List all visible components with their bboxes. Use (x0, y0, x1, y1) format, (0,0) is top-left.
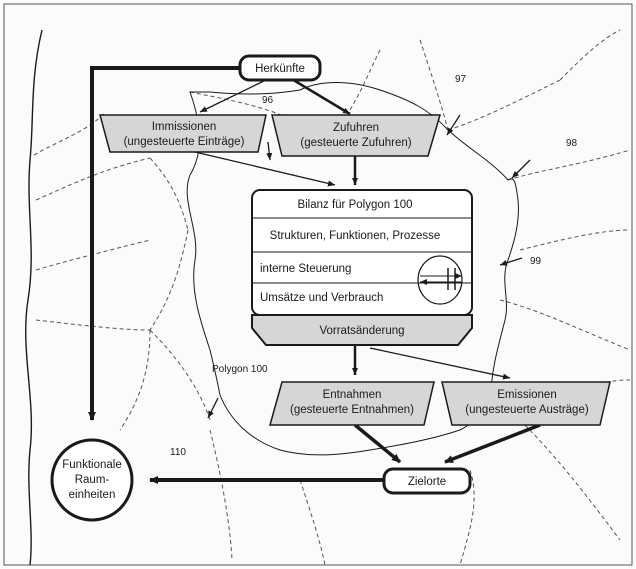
fre-line2: Raum- (75, 474, 110, 486)
node-funktionale-raumeinheiten: Funktionale Raum- einheiten (50, 438, 134, 522)
entnahmen-title: Entnahmen (323, 389, 382, 401)
polygon-label-99: 99 (530, 256, 542, 267)
bilanz-row-umsaetze: Umsätze und Verbrauch (260, 292, 383, 304)
node-emissionen: Emissionen (ungesteuerte Austräge) (441, 381, 611, 426)
bilanz-row-steuerung: interne Steuerung (260, 263, 351, 275)
emissionen-subtitle: (ungesteuerte Austräge) (465, 404, 589, 416)
node-entnahmen: Entnahmen (gesteuerte Entnahmen) (269, 381, 435, 426)
bilanz-row-strukturen: Strukturen, Funktionen, Prozesse (270, 230, 441, 242)
zielorte-label: Zielorte (408, 476, 446, 488)
node-bilanz: Bilanz für Polygon 100 Strukturen, Funkt… (251, 189, 473, 316)
fre-line3: einheiten (69, 489, 116, 501)
node-zielorte: Zielorte (382, 467, 472, 495)
entnahmen-subtitle: (gesteuerte Entnahmen) (290, 404, 414, 416)
immissionen-title: Immissionen (152, 121, 217, 133)
polygon-label-96: 96 (262, 95, 274, 106)
fre-line1: Funktionale (62, 459, 121, 471)
node-immissionen: Immissionen (ungesteuerte Einträge) (99, 114, 267, 153)
vorrat-label: Vorratsänderung (319, 325, 404, 337)
emissionen-title: Emissionen (497, 389, 556, 401)
zufuhren-subtitle: (gesteuerte Zufuhren) (300, 137, 411, 149)
secondary-flows (194, 76, 531, 419)
herkuenfte-label: Herkünfte (255, 63, 305, 75)
polygon-label-110: 110 (170, 447, 186, 458)
immissionen-subtitle: (ungesteuerte Einträge) (124, 136, 245, 148)
node-vorratsaenderung: Vorratsänderung (251, 314, 473, 346)
main-flows (88, 66, 541, 484)
bilanz-title: Bilanz für Polygon 100 (297, 199, 412, 211)
node-zufuhren: Zufuhren (gesteuerte Zufuhren) (271, 114, 442, 157)
polygon-label-98: 98 (566, 138, 578, 149)
node-herkuenfte: Herkünfte (238, 54, 322, 82)
zufuhren-title: Zufuhren (333, 122, 379, 134)
left-boundary-line (25, 29, 43, 566)
polygon-label-97: 97 (455, 74, 467, 85)
frame (3, 3, 633, 566)
feedback-loop-icon (417, 255, 463, 305)
polygon-label-100: Polygon 100 (212, 364, 268, 375)
